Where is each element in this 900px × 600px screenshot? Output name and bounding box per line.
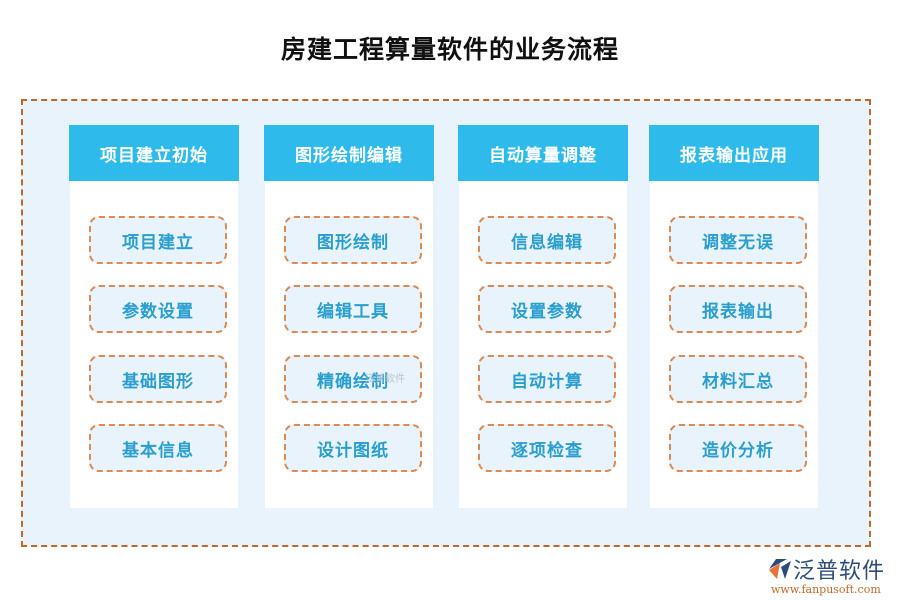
logo-name: 泛普软件 bbox=[793, 559, 886, 584]
column-body: 图形绘制 编辑工具 精确绘制 设计图纸 bbox=[265, 181, 433, 508]
column-body: 调整无误 报表输出 材料汇总 造价分析 bbox=[650, 181, 818, 508]
step-item: 基本信息 bbox=[89, 424, 227, 472]
step-item: 项目建立 bbox=[89, 216, 227, 264]
logo-url: www.fanpusoft.com bbox=[771, 583, 881, 596]
fanpu-logo-icon bbox=[769, 559, 791, 579]
step-item: 造价分析 bbox=[669, 424, 807, 472]
step-item: 信息编辑 bbox=[478, 216, 616, 264]
column-report-output: 报表输出应用 调整无误 报表输出 材料汇总 造价分析 bbox=[649, 125, 819, 508]
step-item: 精确绘制 bbox=[284, 355, 422, 403]
column-project-init: 项目建立初始 项目建立 参数设置 基础图形 基本信息 bbox=[69, 125, 239, 508]
step-item: 报表输出 bbox=[669, 285, 807, 333]
step-item: 参数设置 bbox=[89, 285, 227, 333]
column-header: 报表输出应用 bbox=[649, 125, 819, 181]
brand-logo: 泛普软件 www.fanpusoft.com bbox=[767, 553, 885, 596]
column-header: 项目建立初始 bbox=[69, 125, 239, 181]
step-item: 设置参数 bbox=[478, 285, 616, 333]
column-body: 信息编辑 设置参数 自动计算 逐项检查 bbox=[459, 181, 627, 508]
column-auto-calc: 自动算量调整 信息编辑 设置参数 自动计算 逐项检查 bbox=[458, 125, 628, 508]
step-item: 调整无误 bbox=[669, 216, 807, 264]
watermark: 泛普软件 bbox=[365, 374, 405, 385]
step-item: 材料汇总 bbox=[669, 355, 807, 403]
column-body: 项目建立 参数设置 基础图形 基本信息 bbox=[70, 181, 238, 508]
step-item: 编辑工具 bbox=[284, 285, 422, 333]
diagram-title: 房建工程算量软件的业务流程 bbox=[280, 35, 619, 64]
step-item: 图形绘制 bbox=[284, 216, 422, 264]
step-item: 基础图形 bbox=[89, 355, 227, 403]
column-graphics-edit: 图形绘制编辑 图形绘制 编辑工具 精确绘制 设计图纸 bbox=[264, 125, 434, 508]
step-item: 设计图纸 bbox=[284, 424, 422, 472]
step-item: 自动计算 bbox=[478, 355, 616, 403]
column-header: 图形绘制编辑 bbox=[264, 125, 434, 181]
column-header: 自动算量调整 bbox=[458, 125, 628, 181]
step-item: 逐项检查 bbox=[478, 424, 616, 472]
